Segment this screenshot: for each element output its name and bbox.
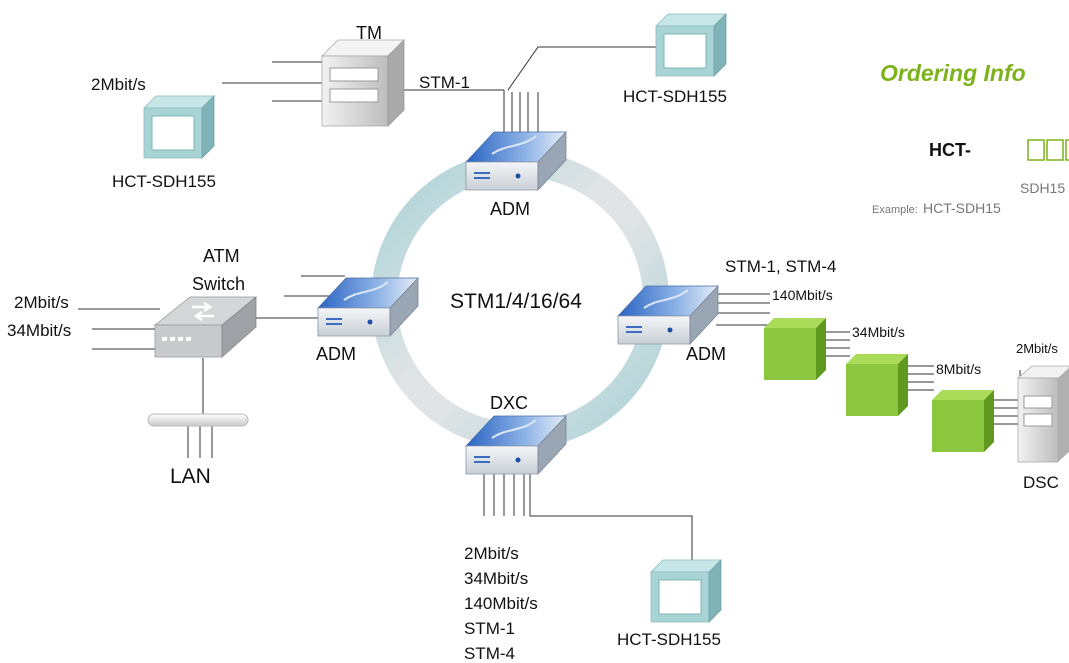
stm1-top-label: STM-1 [419,73,470,92]
rate-2m-tm: 2Mbit/s [91,75,146,94]
ordering-code: SDH15 [1020,180,1066,196]
dsc-label: DSC [1023,473,1059,492]
right-34m-label: 34Mbit/s [852,324,905,340]
dxc-rate-3: 140Mbit/s [464,594,538,613]
adm-right-label: ADM [686,344,726,364]
mux-8m [846,354,908,416]
terminal-top-right-label: HCT-SDH155 [623,87,727,106]
adm-left-label: ADM [316,344,356,364]
tm-label: TM [356,23,382,43]
terminal-top-right [655,13,727,77]
ordering-title: Ordering Info [880,60,1026,86]
right-2m-label: 2Mbit/s [1016,341,1058,356]
right-stm-label: STM-1, STM-4 [725,257,837,276]
lan-bus [147,413,249,427]
dxc-rate-2: 34Mbit/s [464,569,529,588]
dxc-label: DXC [490,393,529,413]
terminal-bottom [650,559,722,623]
dxc-rate-4: STM-1 [464,619,515,638]
terminal-top-left-label: HCT-SDH155 [112,172,216,191]
lan-label: LAN [170,465,211,488]
mux-2m [932,390,994,452]
ring-label: STM1/4/16/64 [450,290,582,313]
atm-rate-34m: 34Mbit/s [7,321,72,340]
terminal-top-left [143,95,215,159]
ordering-example-value: HCT-SDH15 [923,200,1001,216]
adm-top-device [465,131,567,191]
right-140m-label: 140Mbit/s [772,287,833,303]
dxc-rate-5: STM-4 [464,644,515,663]
atm-rate-2m: 2Mbit/s [14,293,69,312]
adm-top-label: ADM [490,199,530,219]
mux-34m [764,318,826,380]
ordering-example-label: Example: [872,204,918,216]
atm-label-1: ATM [203,246,240,266]
atm-label-2: Switch [192,274,246,294]
adm-right-device [617,285,719,345]
tm-device [321,39,405,127]
dxc-rate-1: 2Mbit/s [464,544,519,563]
ordering-code-boxes [1027,139,1069,161]
atm-switch-device [153,296,258,358]
ordering-prefix: HCT- [929,140,971,160]
right-8m-label: 8Mbit/s [936,361,982,377]
dsc-device [1016,365,1069,463]
terminal-bottom-label: HCT-SDH155 [617,630,721,649]
adm-left-device [317,277,419,337]
